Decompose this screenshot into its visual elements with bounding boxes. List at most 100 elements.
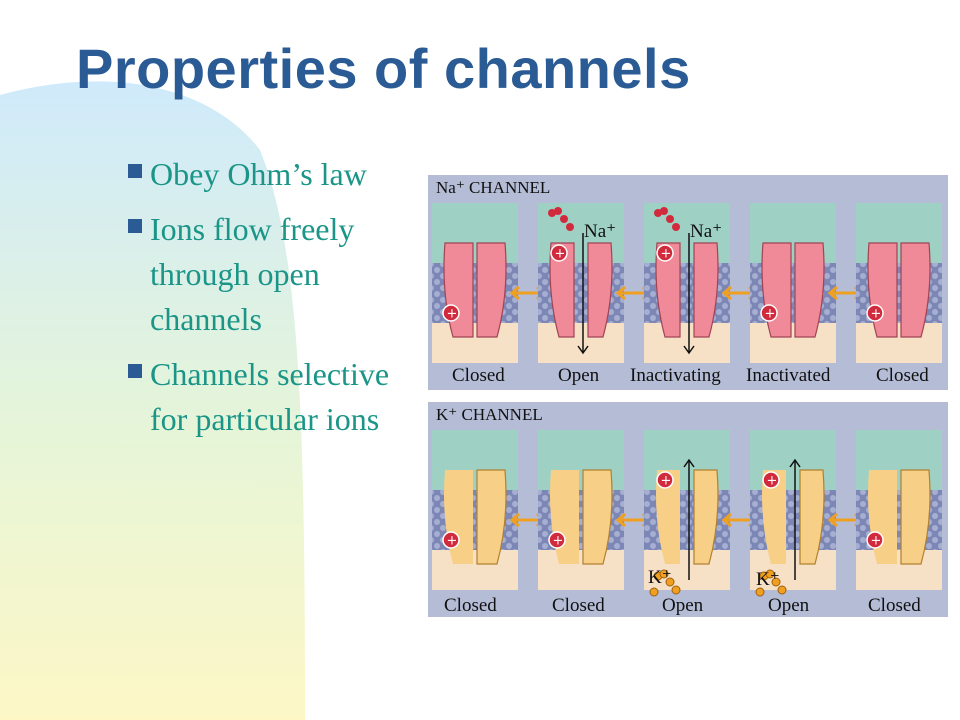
k-channel-panel: K⁺ CHANNEL + + + + + Closed Closed Open Open… bbox=[428, 402, 948, 617]
ion-icon bbox=[649, 587, 659, 597]
ion-icon bbox=[666, 215, 674, 223]
plus-sign-icon: + bbox=[765, 307, 776, 322]
plus-sign-icon: + bbox=[555, 247, 566, 262]
k-channel-title: K⁺ CHANNEL bbox=[436, 405, 543, 424]
plus-sign-icon: + bbox=[661, 474, 672, 489]
arrowhead-left-icon bbox=[721, 512, 732, 528]
plus-sign-icon: + bbox=[553, 534, 564, 549]
k-state-label: Closed bbox=[444, 595, 497, 616]
channel-subunit-right bbox=[582, 469, 613, 565]
k-state-label: Open bbox=[662, 595, 704, 616]
voltage-sensor-icon bbox=[762, 471, 780, 489]
na-state-label: Inactivated bbox=[746, 365, 831, 386]
na-ion-label: Na⁺ bbox=[690, 221, 722, 242]
intracellular-region bbox=[750, 550, 836, 590]
intracellular-region bbox=[644, 550, 730, 590]
bullet-text: Obey Ohm’s law bbox=[150, 156, 367, 192]
ion-icon bbox=[671, 585, 681, 595]
voltage-sensor-icon bbox=[548, 531, 566, 549]
channel-subunit-left bbox=[655, 242, 681, 338]
channel-subunit-right bbox=[900, 469, 931, 565]
plus-sign-icon: + bbox=[871, 534, 882, 549]
ion-icon bbox=[777, 585, 787, 595]
k-state-label: Closed bbox=[868, 595, 921, 616]
intracellular-region bbox=[856, 550, 942, 590]
channel-subunit-right bbox=[693, 242, 719, 338]
na-state-label: Open bbox=[558, 365, 600, 386]
ion-icon bbox=[672, 223, 680, 231]
arrowhead-left-icon bbox=[827, 512, 838, 528]
voltage-sensor-icon bbox=[760, 304, 778, 322]
channel-subunit-right bbox=[693, 469, 719, 565]
ion-icon bbox=[659, 569, 669, 579]
intracellular-region bbox=[538, 550, 624, 590]
arrowhead-left-icon bbox=[827, 285, 838, 301]
arrowhead-left-icon bbox=[509, 285, 520, 301]
voltage-sensor-icon bbox=[866, 531, 884, 549]
voltage-sensor-icon bbox=[442, 304, 460, 322]
channel-subunit-right bbox=[476, 469, 507, 565]
voltage-sensor-icon bbox=[442, 531, 460, 549]
ion-icon bbox=[765, 569, 775, 579]
bullet-text: Channels selective for particular ions bbox=[150, 356, 390, 437]
na-channel-panel: Na⁺ CHANNEL +++++ Closed Open Inactivati… bbox=[428, 175, 948, 390]
bullet-text: Ions flow freely through open channels bbox=[150, 211, 355, 337]
channel-subunit-left bbox=[762, 470, 786, 564]
k-state-label: Closed bbox=[552, 595, 605, 616]
voltage-sensor-icon bbox=[866, 304, 884, 322]
ion-icon bbox=[554, 207, 562, 215]
na-state-label: Closed bbox=[876, 365, 929, 386]
k-state-label: Open bbox=[768, 595, 810, 616]
slide-title: Properties of channels bbox=[76, 37, 691, 100]
ion-icon bbox=[660, 207, 668, 215]
arrowhead-icon bbox=[683, 458, 695, 468]
na-state-label: Closed bbox=[452, 365, 505, 386]
voltage-sensor-icon bbox=[656, 244, 674, 262]
arrowhead-icon bbox=[789, 458, 801, 468]
bullet-item: Ions flow freely through open channels bbox=[122, 207, 402, 342]
ion-icon bbox=[755, 587, 765, 597]
na-ion-label: Na⁺ bbox=[584, 221, 616, 242]
arrowhead-icon bbox=[683, 345, 695, 355]
bullet-item: Obey Ohm’s law bbox=[122, 152, 402, 197]
square-bullet-icon bbox=[128, 164, 142, 178]
ion-icon bbox=[665, 577, 675, 587]
arrowhead-icon bbox=[577, 345, 589, 355]
intracellular-region bbox=[432, 323, 518, 363]
channel-subunit-right bbox=[794, 242, 825, 338]
plus-sign-icon: + bbox=[871, 307, 882, 322]
channel-subunit-right bbox=[587, 242, 613, 338]
channel-subunit-right bbox=[476, 242, 507, 338]
channel-subunit-left bbox=[549, 242, 575, 338]
channel-figure: Na⁺ CHANNEL + + + + + Closed Open Inactivati… bbox=[428, 165, 950, 620]
intracellular-region bbox=[856, 323, 942, 363]
intracellular-region bbox=[538, 323, 624, 363]
channel-subunit-left bbox=[656, 470, 680, 564]
k-ion-label: K⁺ bbox=[648, 567, 672, 588]
bullet-item: Channels selective for particular ions bbox=[122, 352, 402, 442]
ion-icon bbox=[560, 215, 568, 223]
plus-sign-icon: + bbox=[767, 474, 778, 489]
bullet-list: Obey Ohm’s law Ions flow freely through … bbox=[122, 152, 402, 452]
arrowhead-left-icon bbox=[615, 512, 626, 528]
arrowhead-left-icon bbox=[615, 285, 626, 301]
voltage-sensor-icon bbox=[550, 244, 568, 262]
intracellular-region bbox=[432, 550, 518, 590]
na-channel-title: Na⁺ CHANNEL bbox=[436, 178, 550, 197]
na-state-label: Inactivating bbox=[630, 365, 721, 386]
channel-diagram: Na⁺ CHANNEL + + + + + Closed Open Inactivati… bbox=[428, 175, 948, 617]
channel-subunit-right bbox=[799, 469, 825, 565]
square-bullet-icon bbox=[128, 219, 142, 233]
k-ion-label: K⁺ bbox=[756, 569, 780, 590]
square-bullet-icon bbox=[128, 364, 142, 378]
ion-icon bbox=[566, 223, 574, 231]
intracellular-region bbox=[750, 323, 836, 363]
intracellular-region bbox=[644, 323, 730, 363]
arrowhead-left-icon bbox=[509, 512, 520, 528]
channel-subunit-right bbox=[900, 242, 931, 338]
arrowhead-left-icon bbox=[721, 285, 732, 301]
plus-sign-icon: + bbox=[447, 534, 458, 549]
voltage-sensor-icon bbox=[656, 471, 674, 489]
plus-sign-icon: + bbox=[661, 247, 672, 262]
ion-icon bbox=[771, 577, 781, 587]
